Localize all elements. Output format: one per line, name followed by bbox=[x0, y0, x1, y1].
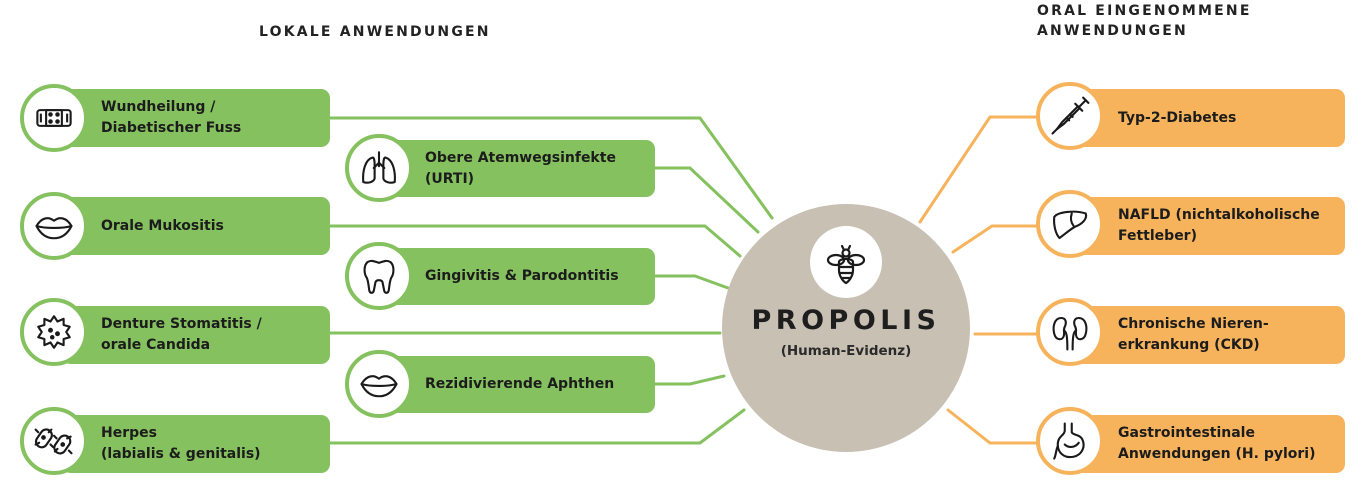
virus-icon bbox=[20, 407, 88, 475]
node-label: Obere Atemwegsinfekte (URTI) bbox=[425, 149, 616, 187]
bandage-icon bbox=[20, 84, 88, 152]
header-oral: ORAL EINGENOMMENE ANWENDUNGEN bbox=[1037, 3, 1252, 39]
tooth-icon bbox=[345, 242, 413, 310]
liver-icon bbox=[1036, 190, 1104, 258]
connector-wundheilung bbox=[328, 116, 774, 220]
node-label: Rezidivierende Aphthen bbox=[425, 376, 615, 392]
stomach-icon bbox=[1036, 407, 1104, 475]
connector-herpes bbox=[328, 408, 746, 445]
fungus-icon bbox=[20, 298, 88, 366]
node-label: NAFLD (nichtalkoholische Fettleber) bbox=[1118, 207, 1320, 244]
bee-icon bbox=[810, 226, 882, 298]
connector-urti bbox=[653, 166, 760, 234]
node-diabetes: Typ-2-Diabetes bbox=[1073, 89, 1345, 147]
connector-mukositis bbox=[328, 224, 742, 258]
connector-gingivitis bbox=[653, 274, 730, 290]
center-title: PROPOLIS bbox=[751, 305, 941, 336]
node-label: Herpes (labialis & genitalis) bbox=[101, 425, 261, 462]
node-label: Denture Stomatitis / orale Candida bbox=[101, 316, 262, 353]
center-subtitle: (Human-Evidenz) bbox=[780, 343, 912, 359]
header-local: LOKALE ANWENDUNGEN bbox=[259, 24, 491, 40]
node-urti: Obere Atemwegsinfekte (URTI) bbox=[385, 140, 655, 197]
node-gingivitis: Gingivitis & Parodontitis bbox=[385, 248, 655, 305]
mouth-icon bbox=[345, 350, 413, 418]
node-label: Gastrointestinale Anwendungen (H. pylori… bbox=[1118, 425, 1316, 462]
node-stomatitis: Denture Stomatitis / orale Candida bbox=[62, 306, 330, 364]
node-label: Orale Mukositis bbox=[101, 217, 224, 234]
connector-gi bbox=[946, 408, 1038, 445]
node-herpes: Herpes (labialis & genitalis) bbox=[62, 415, 330, 473]
lips-icon bbox=[20, 192, 88, 260]
lungs-icon bbox=[345, 134, 413, 202]
node-mukositis: Orale Mukositis bbox=[62, 197, 330, 255]
connector-diabetes bbox=[918, 115, 1038, 224]
node-wundheilung: Wundheilung / Diabetischer Fuss bbox=[62, 89, 330, 147]
connector-aphthen bbox=[653, 374, 726, 386]
node-nafld: NAFLD (nichtalkoholische Fettleber) bbox=[1073, 197, 1345, 255]
node-label: Wundheilung / Diabetischer Fuss bbox=[101, 99, 242, 136]
node-aphthen: Rezidivierende Aphthen bbox=[385, 356, 655, 413]
node-label: Chronische Nieren- erkrankung (CKD) bbox=[1118, 316, 1269, 353]
node-label: Typ-2-Diabetes bbox=[1118, 109, 1237, 126]
kidneys-icon bbox=[1036, 298, 1104, 366]
node-label: Gingivitis & Parodontitis bbox=[425, 268, 619, 284]
node-gi: Gastrointestinale Anwendungen (H. pylori… bbox=[1073, 415, 1345, 473]
node-ckd: Chronische Nieren- erkrankung (CKD) bbox=[1073, 306, 1345, 364]
connector-nafld bbox=[951, 224, 1038, 254]
syringe-icon bbox=[1036, 82, 1104, 150]
